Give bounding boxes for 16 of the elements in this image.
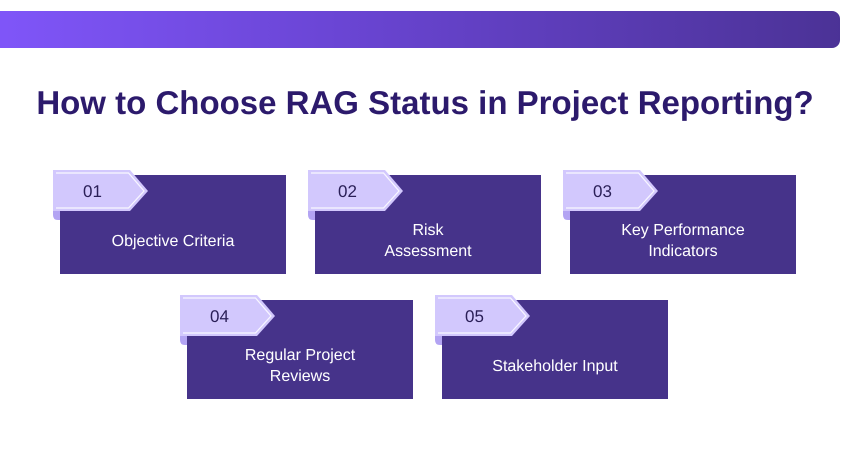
- step-card: [435, 295, 668, 399]
- step-label: Key Performance Indicators: [620, 221, 746, 262]
- step-label: Regular Project Reviews: [244, 346, 356, 387]
- step-number: 02: [338, 181, 357, 203]
- step-card: [563, 170, 796, 274]
- step-label: Stakeholder Input: [492, 356, 618, 376]
- step-card: [180, 295, 413, 399]
- step-number: 04: [210, 306, 229, 328]
- step-card: [53, 170, 286, 274]
- title: How to Choose RAG Status in Project Reporting?: [35, 83, 815, 123]
- step-number: 05: [465, 306, 484, 328]
- step-label: Objective Criteria: [112, 232, 234, 252]
- step-number: 01: [83, 181, 102, 203]
- step-card: [308, 170, 541, 274]
- step-number: 03: [593, 181, 612, 203]
- step-label: Risk Assessment: [383, 221, 473, 262]
